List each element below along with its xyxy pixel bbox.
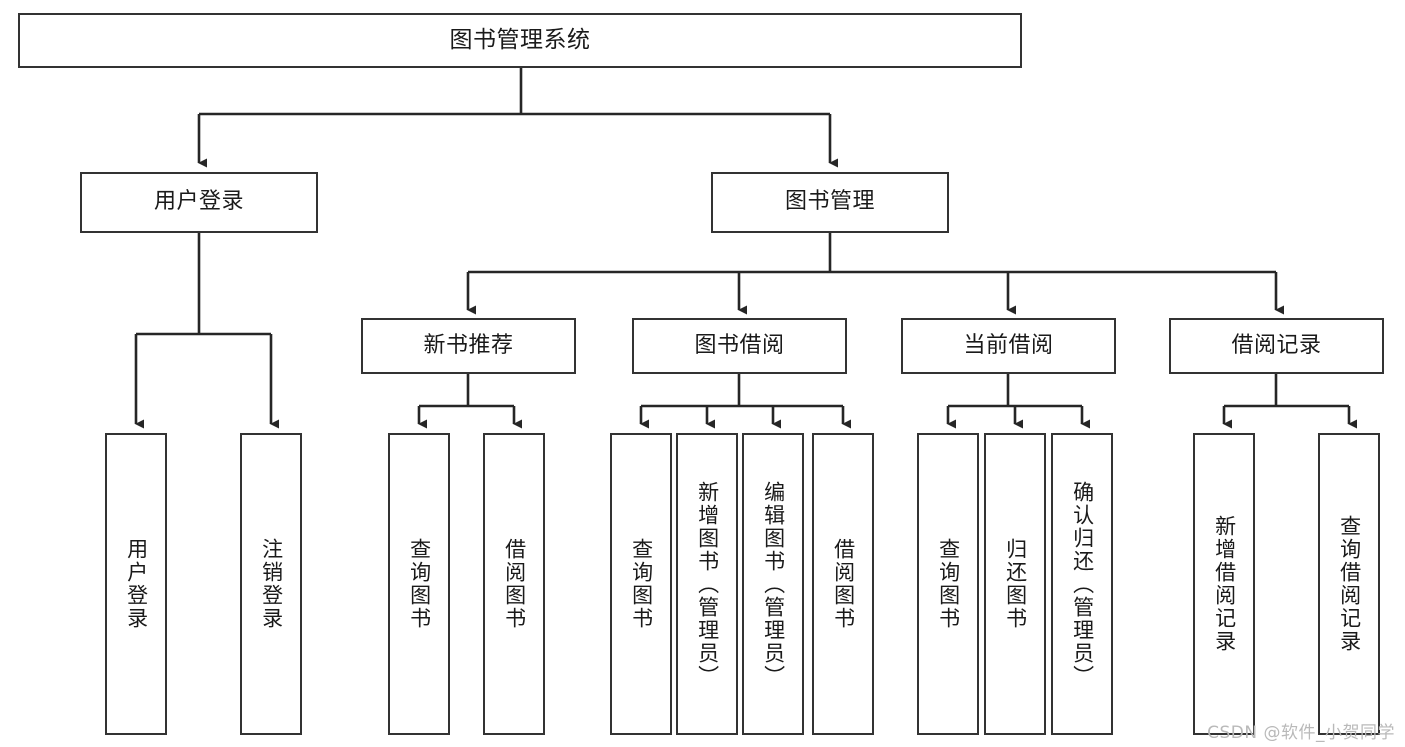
node-root[interactable]: 图书管理系统 xyxy=(18,13,1022,68)
node-leaf-add-book[interactable]: 新增图书（管理员） xyxy=(676,433,738,735)
node-leaf-query-book-3-label: 查询图书 xyxy=(936,538,961,630)
node-new-book-recommend[interactable]: 新书推荐 xyxy=(361,318,576,374)
node-book-borrow[interactable]: 图书借阅 xyxy=(632,318,847,374)
node-root-label: 图书管理系统 xyxy=(449,26,591,53)
node-new-book-recommend-label: 新书推荐 xyxy=(423,332,514,358)
node-current-borrow[interactable]: 当前借阅 xyxy=(901,318,1116,374)
node-borrow-record[interactable]: 借阅记录 xyxy=(1169,318,1384,374)
node-book-manage-label: 图书管理 xyxy=(784,189,875,215)
node-leaf-confirm-return[interactable]: 确认归还（管理员） xyxy=(1051,433,1113,735)
node-leaf-query-book-1[interactable]: 查询图书 xyxy=(388,433,450,735)
node-leaf-logout-label: 注销登录 xyxy=(259,538,284,630)
node-leaf-query-book-2[interactable]: 查询图书 xyxy=(610,433,672,735)
node-leaf-query-book-1-label: 查询图书 xyxy=(407,538,432,630)
node-leaf-borrow-book-2-label: 借阅图书 xyxy=(831,538,856,630)
node-leaf-add-record[interactable]: 新增借阅记录 xyxy=(1193,433,1255,735)
node-current-borrow-label: 当前借阅 xyxy=(963,332,1054,358)
node-leaf-return-book[interactable]: 归还图书 xyxy=(984,433,1046,735)
node-leaf-logout[interactable]: 注销登录 xyxy=(240,433,302,735)
node-leaf-borrow-book-1-label: 借阅图书 xyxy=(502,538,527,630)
watermark-text: CSDN @软件_小贺同学 xyxy=(1207,723,1395,743)
node-book-borrow-label: 图书借阅 xyxy=(694,332,785,358)
node-book-manage[interactable]: 图书管理 xyxy=(711,172,949,233)
node-leaf-confirm-return-label: 确认归还（管理员） xyxy=(1070,480,1095,688)
node-leaf-user-login-label: 用户登录 xyxy=(124,538,149,630)
node-leaf-query-book-2-label: 查询图书 xyxy=(629,538,654,630)
node-leaf-return-book-label: 归还图书 xyxy=(1003,538,1028,630)
node-user-login[interactable]: 用户登录 xyxy=(80,172,318,233)
node-user-login-label: 用户登录 xyxy=(153,189,244,215)
node-leaf-add-record-label: 新增借阅记录 xyxy=(1212,515,1237,653)
node-leaf-query-record[interactable]: 查询借阅记录 xyxy=(1318,433,1380,735)
node-leaf-query-record-label: 查询借阅记录 xyxy=(1337,515,1362,653)
node-leaf-user-login[interactable]: 用户登录 xyxy=(105,433,167,735)
node-leaf-query-book-3[interactable]: 查询图书 xyxy=(917,433,979,735)
node-leaf-borrow-book-1[interactable]: 借阅图书 xyxy=(483,433,545,735)
node-leaf-borrow-book-2[interactable]: 借阅图书 xyxy=(812,433,874,735)
node-borrow-record-label: 借阅记录 xyxy=(1231,332,1322,358)
node-leaf-edit-book[interactable]: 编辑图书（管理员） xyxy=(742,433,804,735)
node-leaf-edit-book-label: 编辑图书（管理员） xyxy=(761,480,786,688)
node-leaf-add-book-label: 新增图书（管理员） xyxy=(695,480,720,688)
